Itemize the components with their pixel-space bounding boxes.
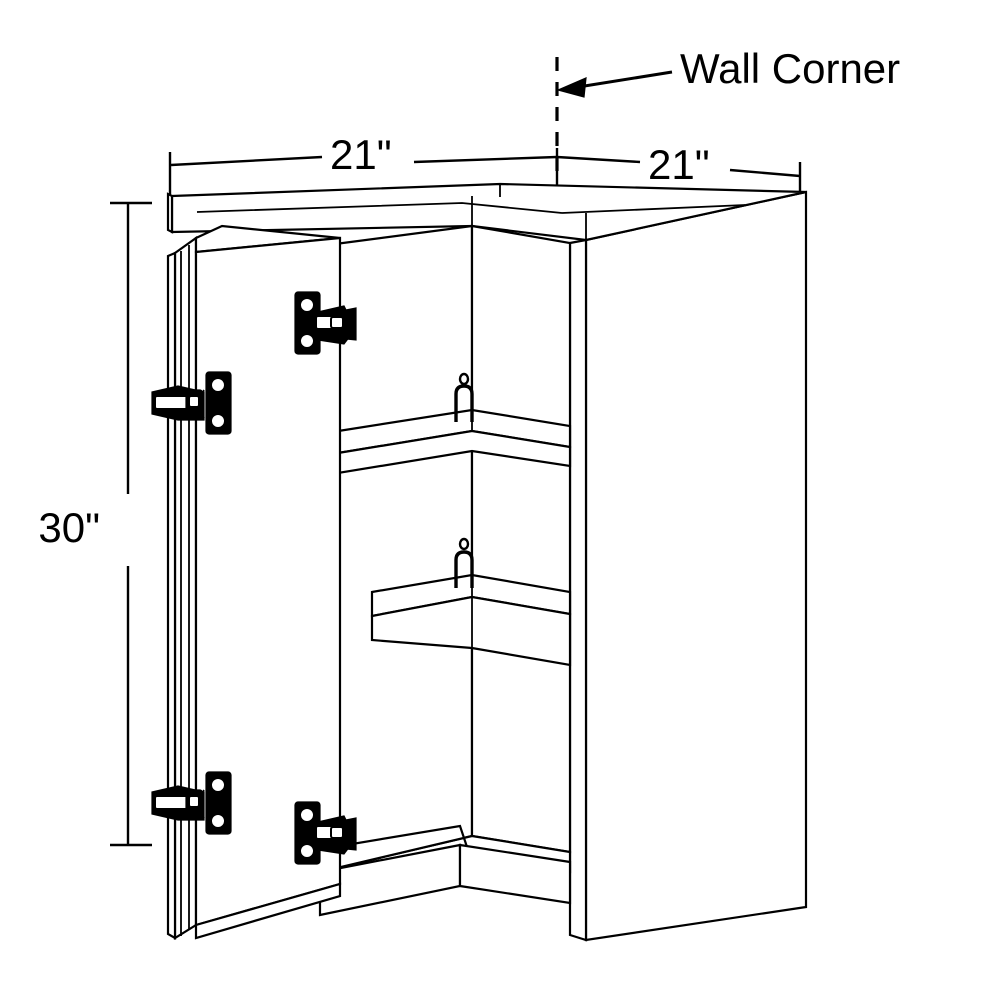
shelf-clip-lower <box>454 550 474 588</box>
dim-line-right-b <box>729 168 801 178</box>
cabinet-top-left-lip <box>166 192 174 234</box>
hinge-bottom-right <box>294 801 357 865</box>
dim-label-width-right: 21" <box>648 141 710 188</box>
hinge-bottom-left <box>151 771 232 835</box>
cabinet-top-inner-edge-right <box>561 204 746 214</box>
back-panel-right <box>470 224 572 854</box>
right-side-panel <box>584 190 808 942</box>
cabinet-top-inner-edge-left <box>196 202 563 214</box>
dim-line-right-a <box>556 155 641 164</box>
door-side-panel[interactable] <box>173 235 198 940</box>
dim-label-height: 30" <box>38 504 100 551</box>
wall-corner-arrowhead <box>556 77 587 98</box>
right-side-panel-edge <box>568 238 588 942</box>
door-front-panel-bottom-edge <box>194 882 342 940</box>
dim-line-left-a <box>170 155 323 167</box>
cabinet-door-assembly[interactable] <box>166 224 342 940</box>
hinge-top-right <box>294 291 357 355</box>
shelf-pin-hole-lower <box>458 537 470 551</box>
dim-label-width-left: 21" <box>330 131 392 178</box>
cabinet-body <box>166 182 808 942</box>
dim-line-left-b <box>413 155 558 164</box>
wall-corner-leader-line <box>571 70 673 90</box>
shelf-clip-upper <box>454 384 474 422</box>
annotation-layer: Wall Corner 21" 21" 30" <box>38 45 900 847</box>
door-side-panel-edge <box>166 251 177 940</box>
shelf-pin-hole-upper <box>458 372 470 386</box>
wall-corner-label: Wall Corner <box>680 45 900 92</box>
hinge-top-left <box>151 371 232 435</box>
